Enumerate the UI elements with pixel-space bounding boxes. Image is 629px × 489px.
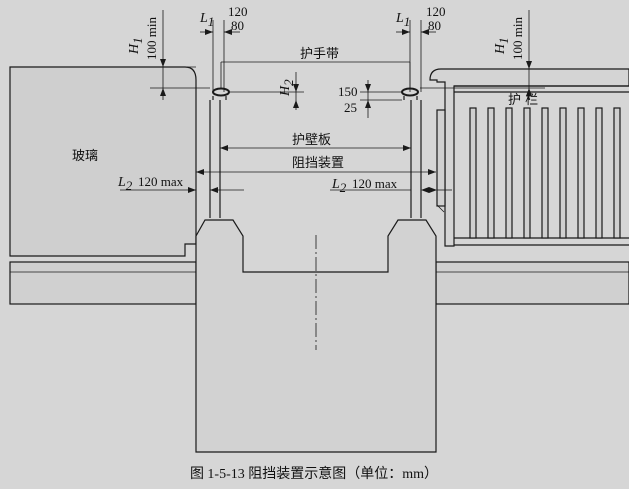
label-skirt-panel: 护壁板 bbox=[292, 133, 331, 148]
guardrail-baluster bbox=[595, 107, 603, 239]
guardrail-baluster bbox=[523, 107, 531, 239]
skirt-panel-right bbox=[410, 100, 422, 218]
dim-150: 150 bbox=[338, 84, 358, 99]
barrier-device-body bbox=[195, 219, 437, 453]
svg-text:H1: H1 bbox=[493, 37, 511, 55]
label-glass: 玻璃 bbox=[72, 149, 98, 164]
label-guardrail: 护 栏 bbox=[508, 93, 538, 108]
dim-h1-left: H1 bbox=[127, 37, 145, 55]
guardrail-baluster bbox=[613, 107, 621, 239]
dim-l1-left: L1 bbox=[199, 11, 214, 29]
left-floor bbox=[9, 261, 197, 305]
svg-text:H2: H2 bbox=[278, 79, 296, 97]
dim-l2-left-value: 120 max bbox=[138, 174, 184, 189]
guardrail bbox=[429, 68, 629, 247]
svg-text:H1: H1 bbox=[127, 37, 145, 55]
dim-l1-right-bottom: 80 bbox=[428, 18, 441, 33]
guardrail-baluster bbox=[505, 107, 513, 239]
handrail-left bbox=[212, 87, 230, 100]
dim-l2-right-value: 120 max bbox=[352, 176, 398, 191]
figure-caption: 图 1-5-13 阻挡装置示意图（单位：mm） bbox=[190, 465, 438, 482]
guardrail-baluster bbox=[577, 107, 585, 239]
dim-h1-right: H1 bbox=[493, 37, 511, 55]
dim-h1-left-value: 100 min bbox=[144, 17, 159, 60]
dim-l2-right: L2 bbox=[331, 177, 347, 195]
skirt-panel-left bbox=[209, 100, 221, 218]
svg-text:100 min: 100 min bbox=[510, 17, 525, 60]
guardrail-baluster bbox=[559, 107, 567, 239]
dim-l1-right-top: 120 bbox=[426, 4, 446, 19]
dim-l2-left: L2 bbox=[117, 175, 133, 193]
label-barrier-device: 阻挡装置 bbox=[292, 156, 344, 171]
dim-l1-left-top: 120 bbox=[228, 4, 248, 19]
svg-text:100 min: 100 min bbox=[144, 17, 159, 60]
guardrail-baluster bbox=[487, 107, 495, 239]
dim-h2: H2 bbox=[278, 79, 296, 97]
guardrail-baluster bbox=[469, 107, 477, 239]
dim-l1-left-bottom: 80 bbox=[231, 18, 244, 33]
right-floor bbox=[435, 261, 629, 305]
guardrail-baluster bbox=[541, 107, 549, 239]
label-handrail-belt: 护手带 bbox=[300, 47, 339, 62]
dim-l1-right: L1 bbox=[395, 11, 410, 29]
dim-25: 25 bbox=[344, 100, 357, 115]
glass-wall bbox=[9, 66, 197, 257]
dim-h1-right-value: 100 min bbox=[510, 17, 525, 60]
dimension-lines bbox=[120, 10, 545, 213]
